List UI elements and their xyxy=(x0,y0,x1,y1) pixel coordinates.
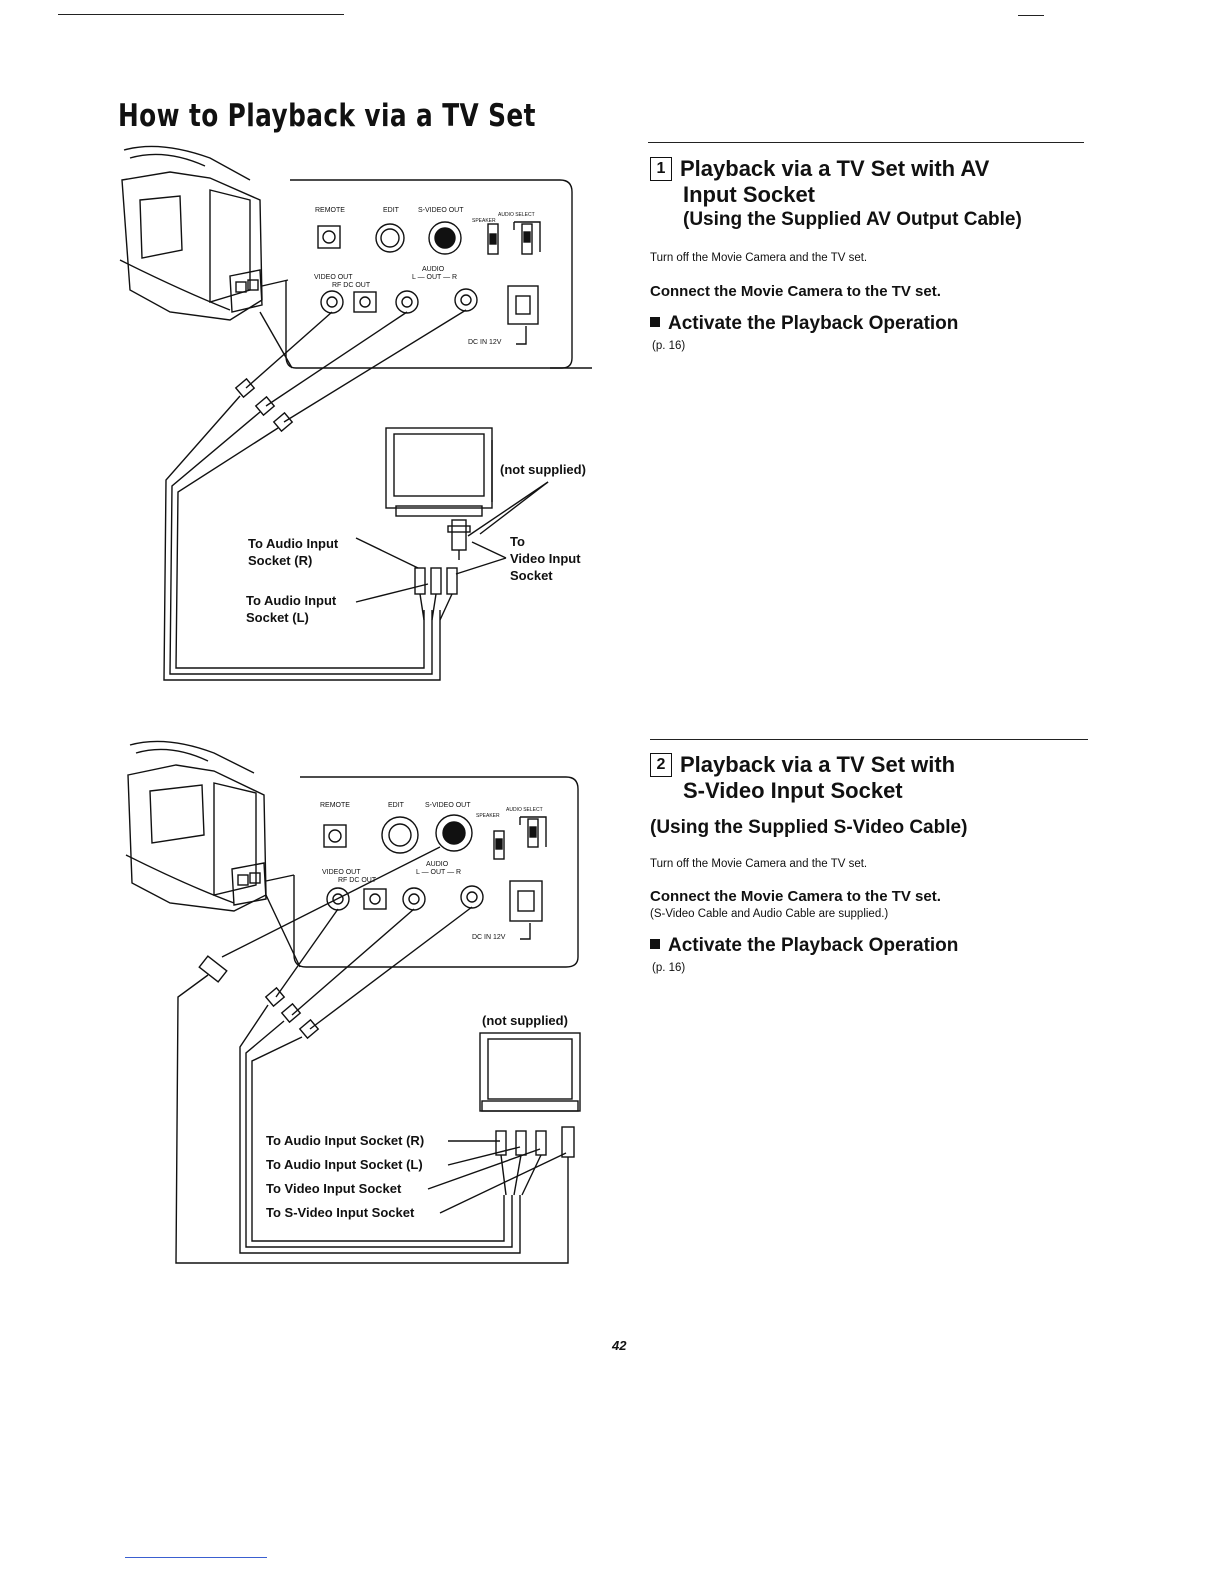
label-audio-select: AUDIO SELECT xyxy=(506,807,543,813)
label-rf-dc-out: RF DC OUT xyxy=(332,282,371,289)
page-number: 42 xyxy=(612,1338,627,1353)
label-audio-r-line1: To Audio Input xyxy=(248,536,339,551)
section2-title: 2 Playback via a TV Set with S-Video Inpu… xyxy=(650,752,1110,804)
rf-dc-out-socket-icon xyxy=(353,291,377,313)
edit-socket-icon xyxy=(375,223,405,253)
label-audio-l-line2: Socket (L) xyxy=(246,610,309,625)
label-audio-l: To Audio Input Socket (L) xyxy=(266,1157,423,1172)
speaker-switch-icon xyxy=(487,223,499,255)
top-scan-line xyxy=(58,14,344,15)
camcorder-icon xyxy=(125,740,267,912)
audio-r-socket-icon xyxy=(454,288,478,312)
label-audio-out: L — OUT — R xyxy=(412,274,457,281)
label-not-supplied: (not supplied) xyxy=(482,1013,568,1028)
section2-step2-note: (S-Video Cable and Audio Cable are suppl… xyxy=(650,908,889,920)
edit-socket-icon xyxy=(381,816,419,854)
audio-select-switch-icon xyxy=(521,223,533,255)
label-remote: REMOTE xyxy=(320,802,350,809)
label-speaker: SPEAKER xyxy=(476,813,500,819)
label-audio-r-line2: Socket (R) xyxy=(248,553,312,568)
section2-title-line2: S-Video Input Socket xyxy=(683,778,903,803)
tv-set-icon xyxy=(479,1032,581,1112)
speaker-switch-icon xyxy=(493,830,505,860)
section1-page-ref: (p. 16) xyxy=(652,340,686,352)
top-right-mark xyxy=(1018,15,1044,16)
section1-subtitle: (Using the Supplied AV Output Cable) xyxy=(683,209,1022,230)
audio-select-switch-icon xyxy=(527,818,539,848)
section2-step1: Turn off the Movie Camera and the TV set… xyxy=(650,858,868,870)
section1-step1: Turn off the Movie Camera and the TV set… xyxy=(650,252,868,264)
tv-set-icon xyxy=(385,427,493,517)
remote-socket-icon xyxy=(317,225,341,249)
label-edit: EDIT xyxy=(388,802,405,809)
svideo-socket-icon xyxy=(428,221,462,255)
remote-socket-icon xyxy=(323,824,347,848)
diagram-av-connection: REMOTE EDIT S-VIDEO OUT AUDIO SELECT SPE… xyxy=(119,145,592,681)
label-remote: REMOTE xyxy=(315,207,345,214)
section2-subtitle: (Using the Supplied S-Video Cable) xyxy=(650,816,1110,840)
audio-l-socket-icon xyxy=(402,887,426,911)
svideo-socket-icon xyxy=(435,814,473,852)
label-dc-in: DC IN 12V xyxy=(468,339,502,346)
label-video-line3: Socket xyxy=(510,568,553,583)
av-cable xyxy=(239,906,521,1254)
dc-in-socket-icon xyxy=(509,880,543,922)
section1-step3: Activate the Playback Operation xyxy=(650,313,958,335)
label-audio-r: To Audio Input Socket (R) xyxy=(266,1133,424,1148)
section1-title-line2: Input Socket xyxy=(683,182,816,207)
bottom-scan-line xyxy=(125,1557,267,1558)
dc-in-socket-icon xyxy=(507,285,539,325)
label-edit: EDIT xyxy=(383,207,400,214)
label-svideo-out: S-VIDEO OUT xyxy=(425,802,471,809)
section2-page-ref: (p. 16) xyxy=(652,962,686,974)
label-audio-out: L — OUT — R xyxy=(416,869,461,876)
label-audio-select: AUDIO SELECT xyxy=(498,212,535,218)
section2-step2: Connect the Movie Camera to the TV set. xyxy=(650,888,941,905)
label-video: To Video Input Socket xyxy=(266,1181,402,1196)
rf-dc-out-socket-icon xyxy=(363,888,387,910)
section1-heading: 1 Playback via a TV Set with AV Input Soc… xyxy=(650,156,1110,232)
bullet-square-icon xyxy=(650,939,660,949)
label-rf-dc-out: RF DC OUT xyxy=(338,877,377,884)
bullet-square-icon xyxy=(650,317,660,327)
label-video-line1: To xyxy=(510,534,525,549)
svideo-cable xyxy=(175,846,569,1264)
section2-title-line1: Playback via a TV Set with xyxy=(680,752,956,777)
camcorder-rear-panel: REMOTE EDIT S-VIDEO OUT AUDIO SELECT SPE… xyxy=(265,776,579,968)
section2-divider xyxy=(650,739,1088,740)
av-cable xyxy=(163,309,467,681)
section2-step3: Activate the Playback Operation xyxy=(650,935,958,957)
camcorder-icon xyxy=(119,145,263,321)
video-out-socket-icon xyxy=(320,290,344,314)
label-audio: AUDIO xyxy=(422,266,445,273)
label-video-line2: Video Input xyxy=(510,551,581,566)
section1-title: 1 Playback via a TV Set with AV Input Soc… xyxy=(650,156,1110,208)
diagram-svideo-connection: REMOTE EDIT S-VIDEO OUT AUDIO SELECT SPE… xyxy=(125,740,581,1264)
page-title: How to Playback via a TV Set xyxy=(118,98,536,134)
section1-step2: Connect the Movie Camera to the TV set. xyxy=(650,283,941,300)
label-audio: AUDIO xyxy=(426,861,449,868)
label-not-supplied: (not supplied) xyxy=(500,462,586,477)
camcorder-rear-panel: REMOTE EDIT S-VIDEO OUT AUDIO SELECT SPE… xyxy=(259,179,592,369)
section1-title-line1: Playback via a TV Set with AV xyxy=(680,156,990,181)
av-plugs-icon xyxy=(414,519,471,621)
section2-subtitle-text: (Using the Supplied S-Video Cable) xyxy=(650,817,968,838)
label-svideo-out: S-VIDEO OUT xyxy=(418,207,464,214)
audio-l-socket-icon xyxy=(395,290,419,314)
audio-r-socket-icon xyxy=(460,885,484,909)
label-dc-in: DC IN 12V xyxy=(472,934,506,941)
label-speaker: SPEAKER xyxy=(472,218,496,224)
section2-heading: 2 Playback via a TV Set with S-Video Inpu… xyxy=(650,752,1110,804)
av-svideo-plugs-icon xyxy=(495,1126,575,1196)
section2-number-box: 2 xyxy=(650,753,672,777)
section1-number-box: 1 xyxy=(650,157,672,181)
label-svideo: To S-Video Input Socket xyxy=(266,1205,415,1220)
section1-step3-label: Activate the Playback Operation xyxy=(668,313,959,334)
label-video-out: VIDEO OUT xyxy=(314,274,353,281)
label-video-out: VIDEO OUT xyxy=(322,869,361,876)
section2-step3-label: Activate the Playback Operation xyxy=(668,935,959,956)
section1-divider xyxy=(648,142,1084,143)
label-audio-l-line1: To Audio Input xyxy=(246,593,337,608)
